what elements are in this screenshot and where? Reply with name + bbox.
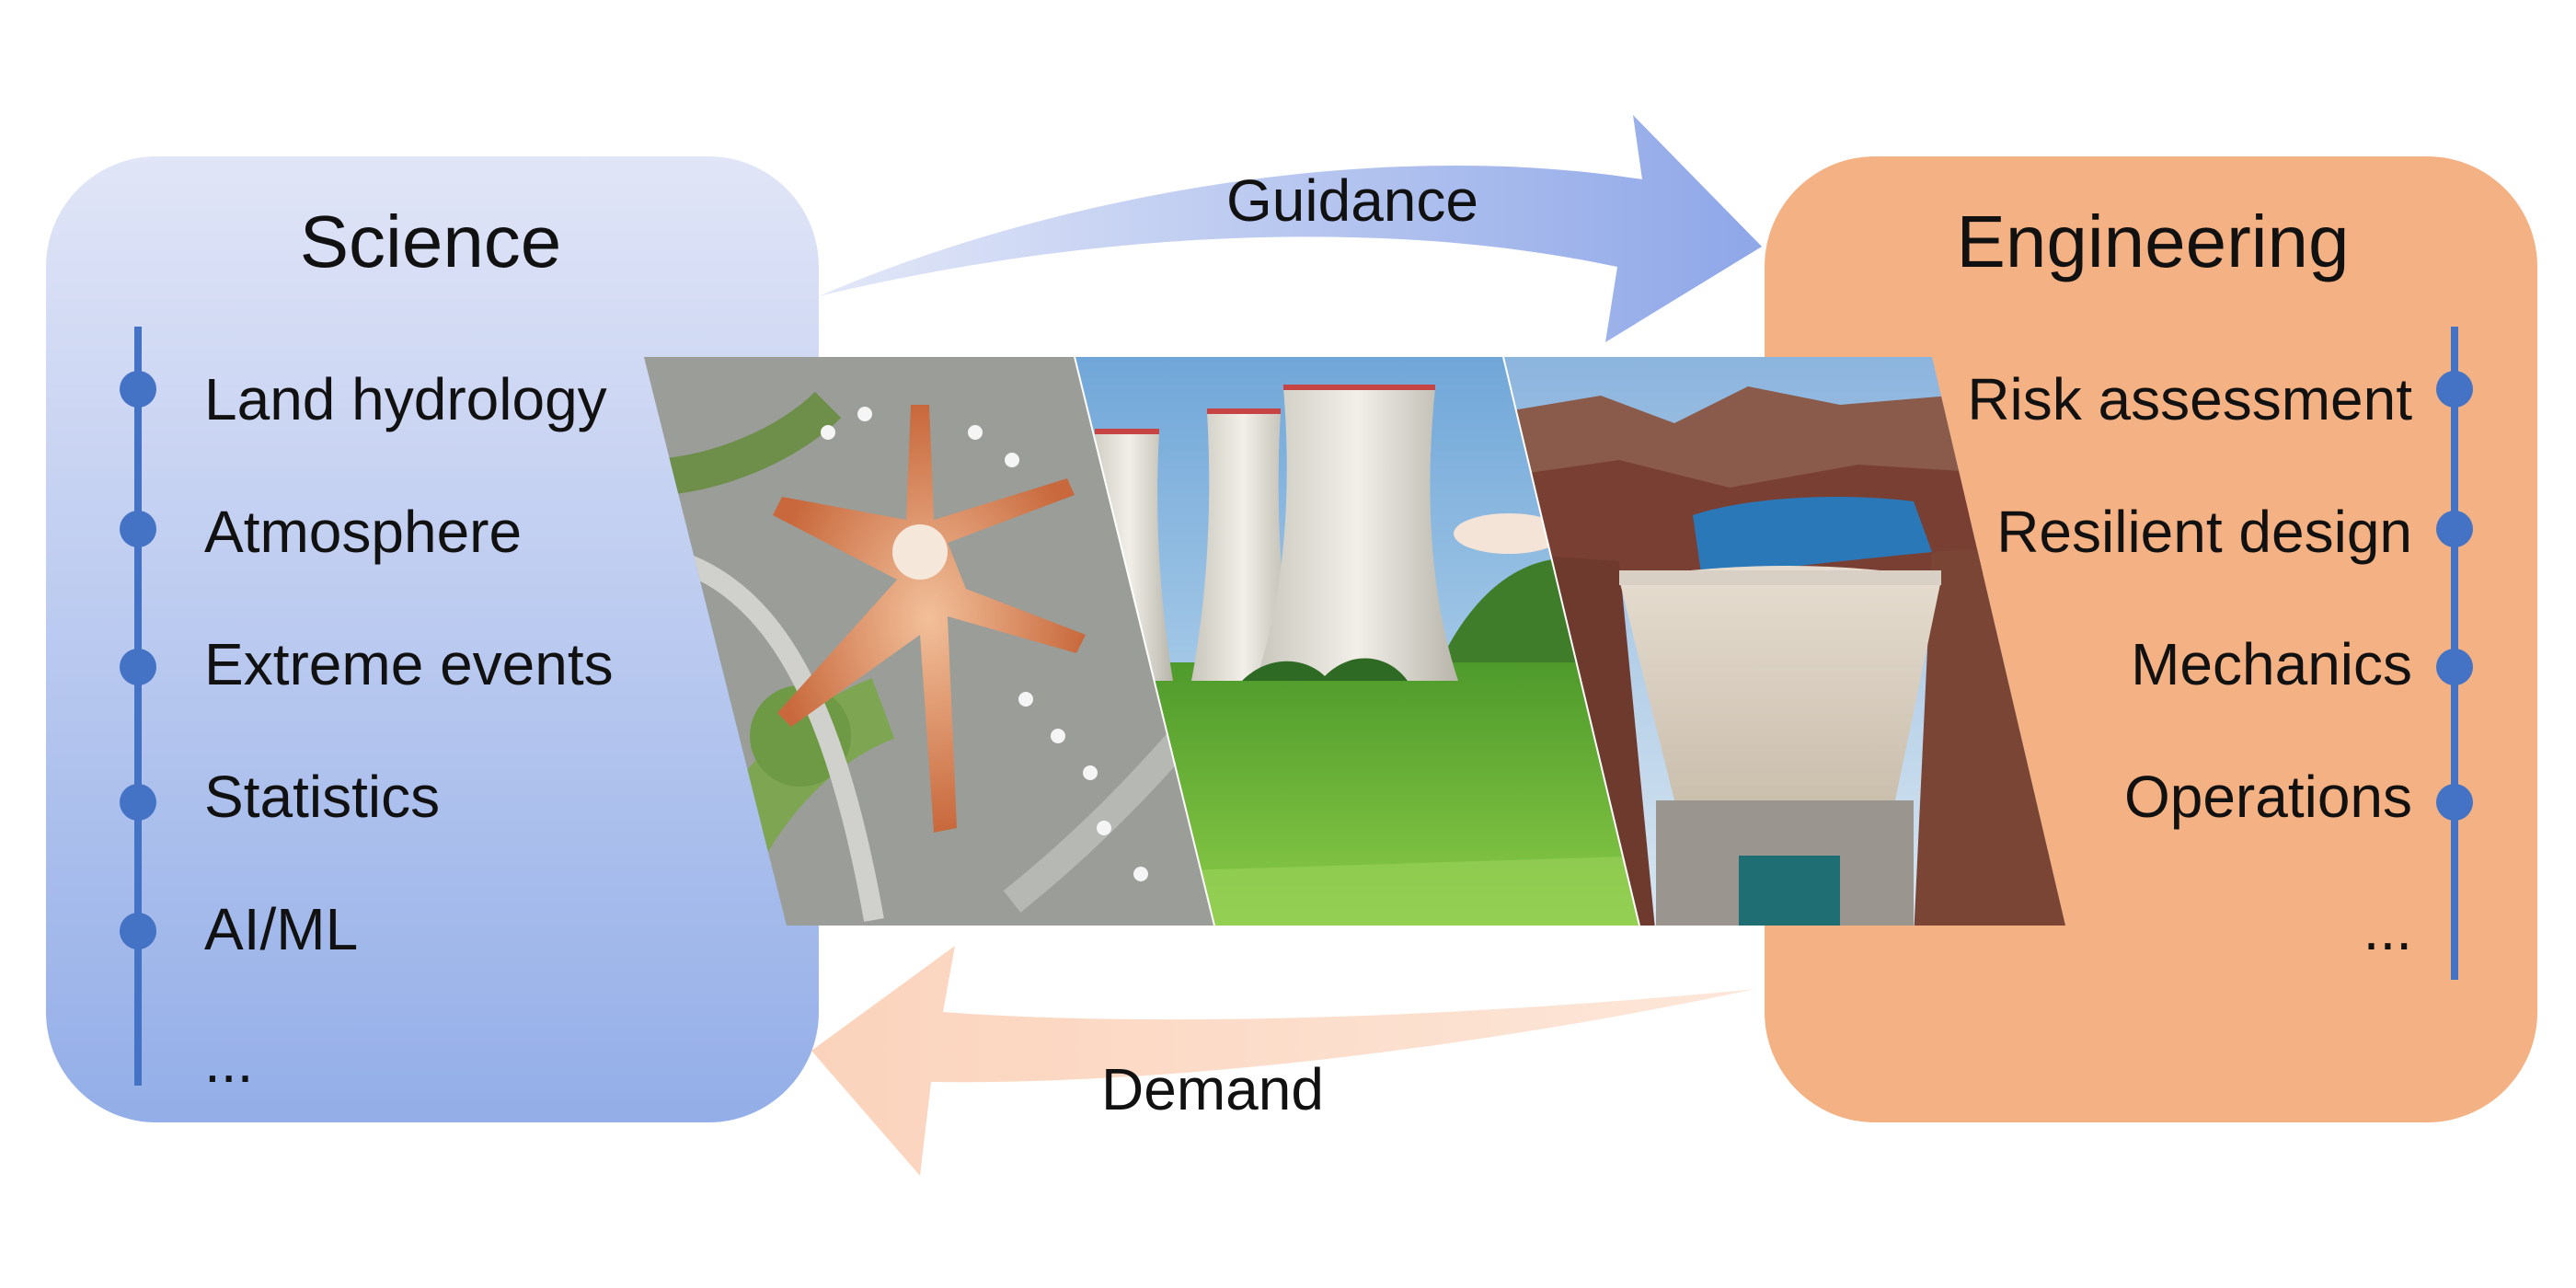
engineering-item: Risk assessment: [1967, 366, 2412, 432]
science-item: Land hydrology: [204, 366, 607, 432]
bullet-dot-icon: [2436, 511, 2473, 547]
photo-divider: [1502, 356, 1640, 926]
science-box: [46, 156, 819, 1122]
demand-arrow: Demand: [811, 946, 1755, 1176]
bullet-dot-icon: [120, 371, 156, 408]
science-item: Statistics: [204, 764, 440, 830]
science-item: Extreme events: [204, 631, 614, 697]
dam-icon: [1619, 566, 1941, 926]
photo-divider: [1074, 356, 1215, 926]
bullet-dot-icon: [120, 784, 156, 821]
engineering-item: Resilient design: [1996, 499, 2412, 565]
bullet-dot-icon: [2436, 649, 2473, 685]
reservoir: [1693, 497, 1932, 580]
dam-photo: [1503, 357, 2065, 926]
science-item-list: Land hydrology Atmosphere Extreme events…: [120, 366, 614, 1095]
engineering-item: Mechanics: [2131, 631, 2412, 697]
arrow-right-icon: [819, 115, 1762, 342]
science-item: Atmosphere: [204, 499, 522, 565]
science-item: ...: [204, 1029, 253, 1095]
science-title: Science: [300, 201, 562, 282]
engineering-title: Engineering: [1957, 201, 2350, 282]
demand-label: Demand: [1101, 1056, 1324, 1122]
bullet-dot-icon: [120, 913, 156, 949]
engineering-item-list: Risk assessment Resilient design Mechani…: [1967, 366, 2473, 962]
bullet-dot-icon: [120, 511, 156, 547]
engineering-item: Operations: [2124, 764, 2412, 830]
guidance-arrow: Guidance: [819, 115, 1762, 342]
arrow-left-icon: [811, 946, 1755, 1176]
photo-strip: [644, 356, 2065, 926]
guidance-label: Guidance: [1226, 167, 1478, 234]
engineering-item: ...: [2363, 896, 2412, 962]
bullet-dot-icon: [120, 649, 156, 685]
bullet-dot-icon: [2436, 784, 2473, 821]
airport-icon: [773, 405, 1086, 833]
science-item: AI/ML: [204, 896, 358, 962]
science-panel: Science Land hydrology Atmosphere Extrem…: [46, 156, 819, 1122]
bullet-dot-icon: [2436, 371, 2473, 408]
